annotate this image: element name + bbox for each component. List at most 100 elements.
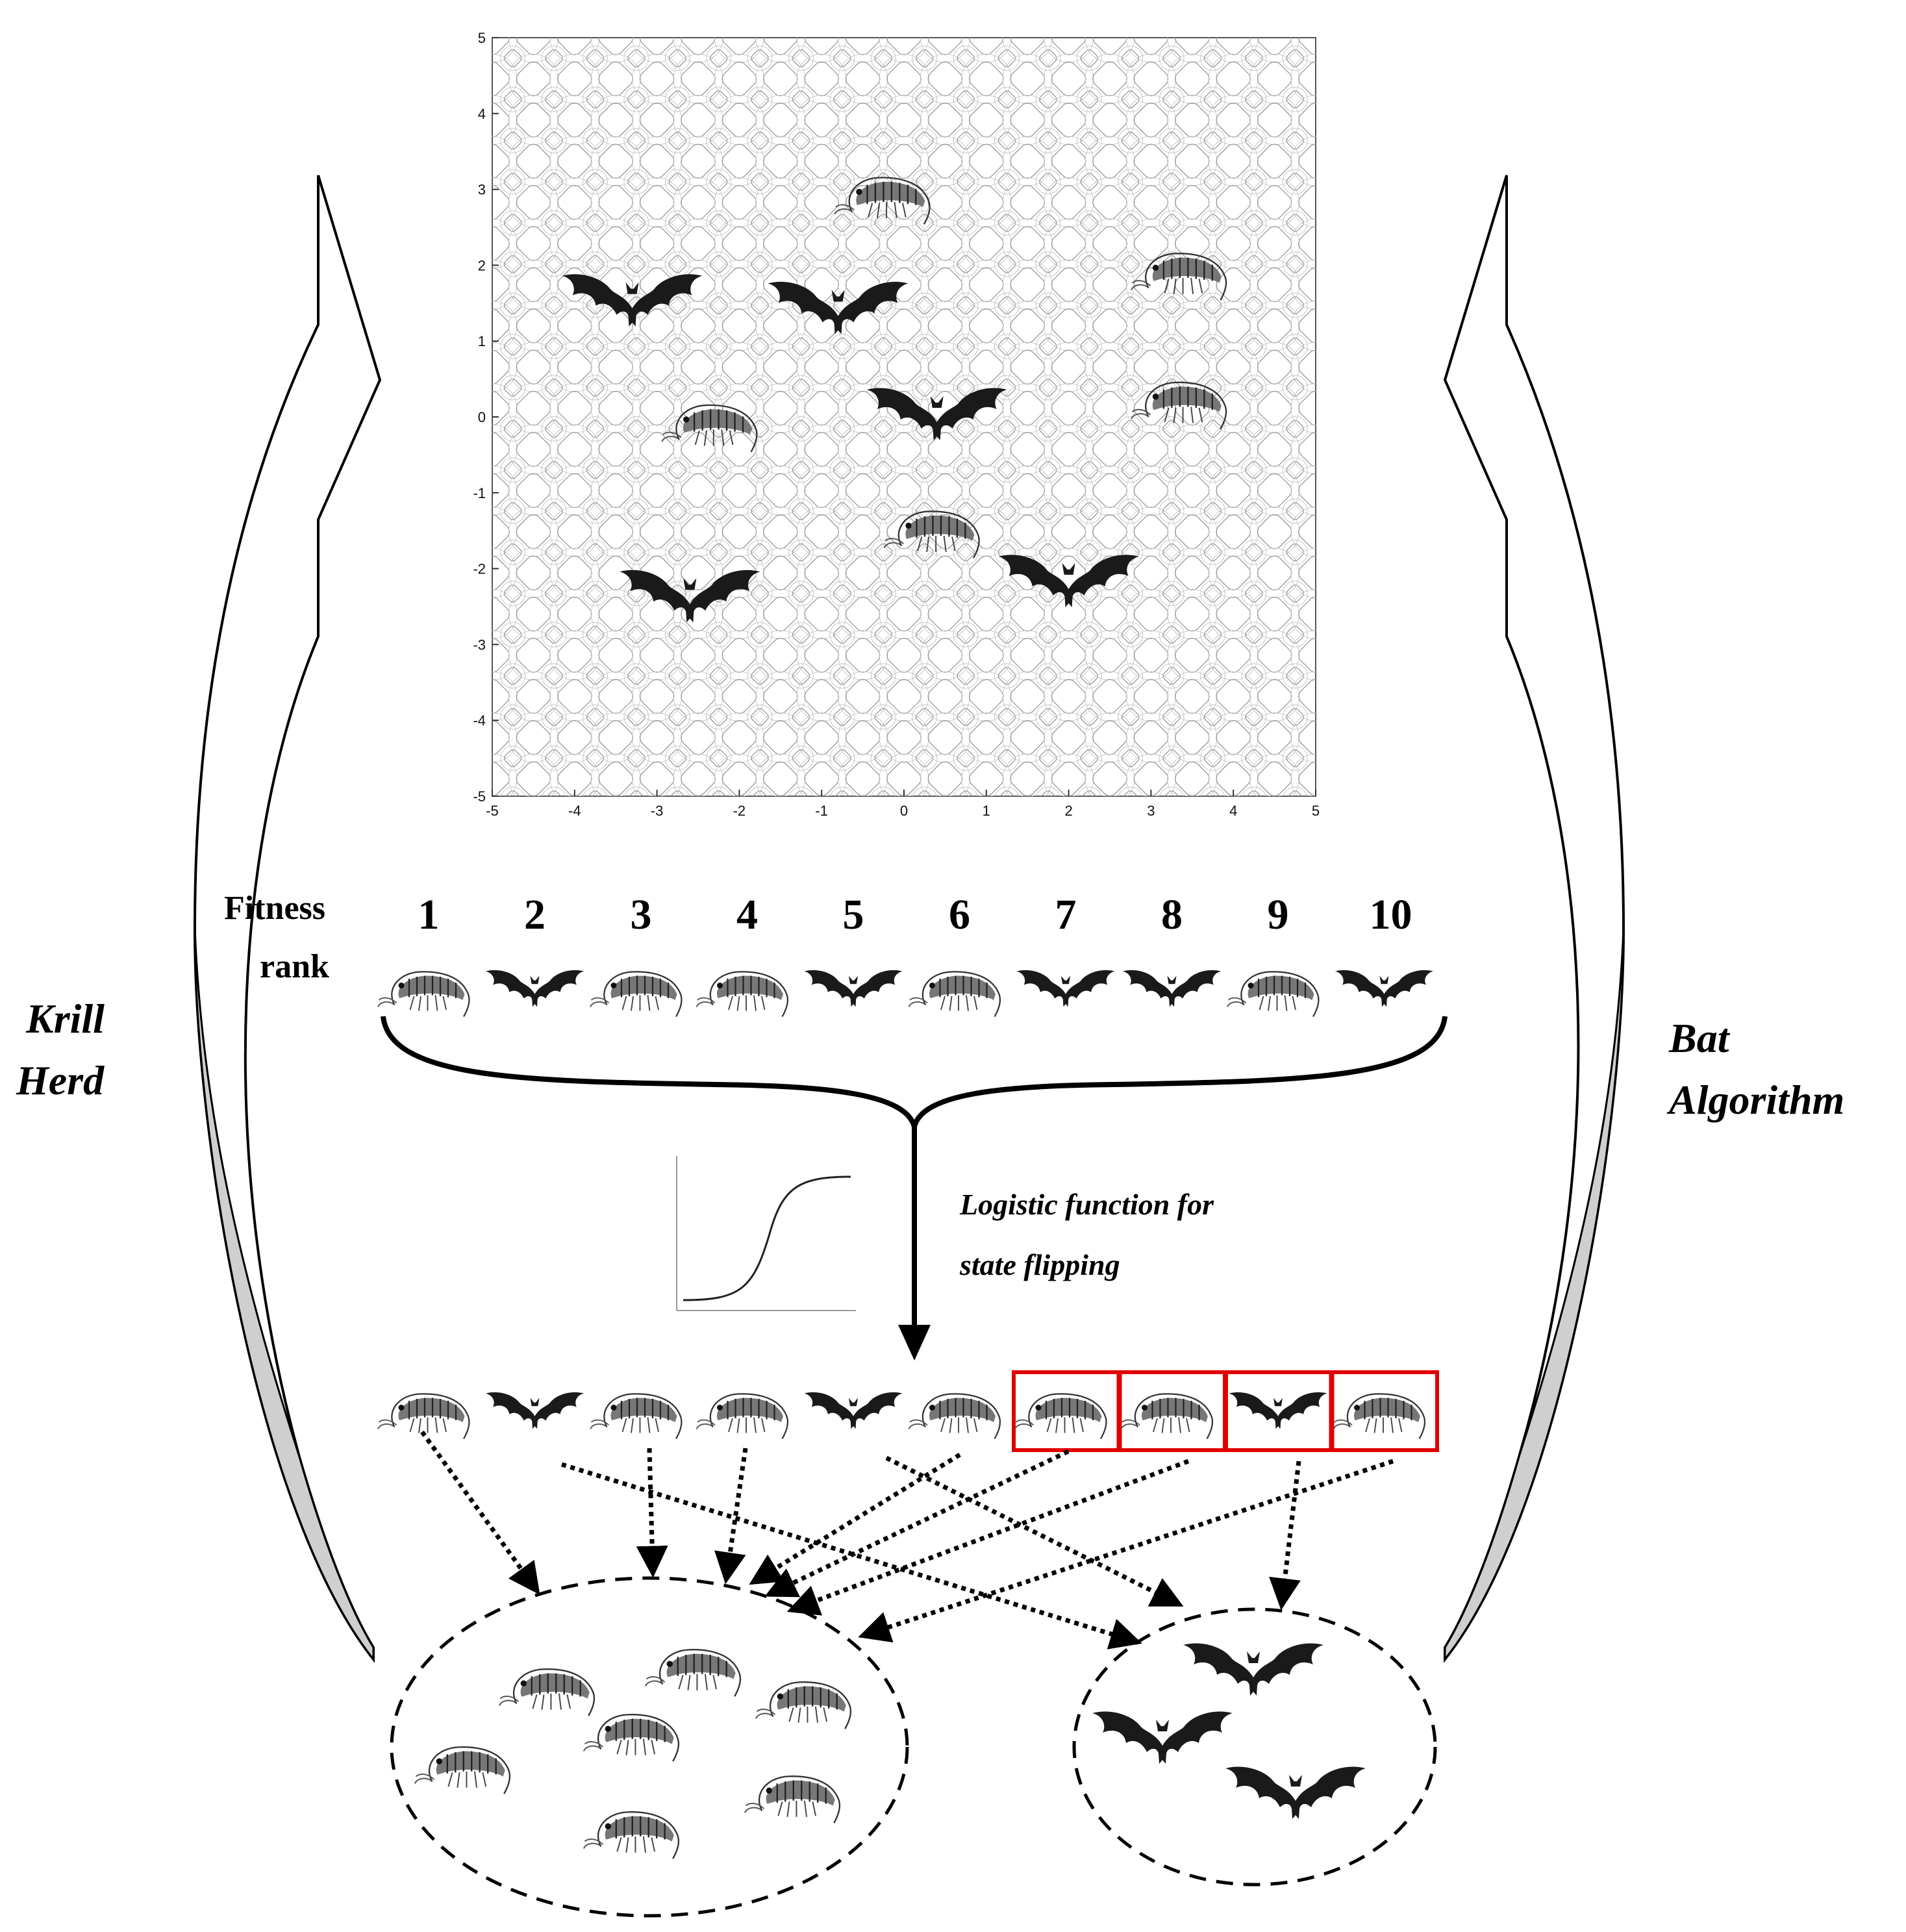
x-tick-label: 0	[900, 803, 908, 819]
dotted-arrow-icon	[560, 1462, 1142, 1650]
krill-herd-subpopulation	[390, 1576, 909, 1918]
x-tick-label: -3	[651, 803, 664, 819]
y-tick-label: 4	[478, 106, 486, 122]
krill-icon	[755, 1681, 852, 1730]
rank-number: 8	[1161, 891, 1183, 938]
dotted-arrow-icon	[749, 1453, 961, 1585]
x-tick-label: -5	[486, 803, 499, 819]
krill-herd-label-line1: Krill	[25, 996, 105, 1042]
x-tick-label: -4	[568, 803, 581, 819]
y-tick-label: -4	[473, 712, 486, 729]
y-tick-label: 3	[478, 182, 486, 198]
krill-icon	[498, 1668, 596, 1717]
logistic-label-line2: state flipping	[959, 1248, 1120, 1281]
bat-algorithm-curved-arrow	[1443, 175, 1625, 1663]
krill-herd-label-line2: Herd	[16, 1057, 105, 1103]
y-tick-label: 2	[478, 257, 486, 273]
krill-icon	[908, 1393, 1001, 1440]
dotted-arrow-icon	[786, 1459, 1190, 1616]
flipped-population-row	[377, 1370, 1439, 1452]
flipped-highlight-box	[1224, 1370, 1333, 1452]
rank-number: 4	[736, 891, 758, 938]
rank-number: 2	[524, 891, 545, 938]
bat-icon	[804, 1392, 903, 1429]
dotted-arrow-icon	[1269, 1461, 1301, 1611]
bat-algorithm-label-line1: Bat	[1668, 1015, 1731, 1061]
contour-field	[492, 38, 1316, 796]
krill-icon	[583, 1811, 680, 1860]
x-tick-label: 4	[1229, 803, 1237, 819]
x-tick-label: -2	[733, 803, 746, 819]
logistic-curve-icon	[683, 1175, 851, 1301]
krill-icon	[1333, 1393, 1426, 1440]
bat-algorithm-label-line2: Algorithm	[1666, 1077, 1844, 1123]
bat-icon	[1229, 1392, 1327, 1429]
grouping-brace	[381, 1016, 1448, 1128]
dotted-arrow-icon	[420, 1430, 540, 1595]
x-tick-label: 2	[1064, 803, 1072, 819]
fitness-rank-label-line1: Fitness	[224, 890, 325, 927]
y-tick-label: 0	[478, 409, 486, 425]
rank-number: 1	[418, 891, 440, 938]
bat-icon	[1225, 1766, 1366, 1819]
krill-icon	[589, 1393, 683, 1440]
bat-icon	[1122, 970, 1222, 1007]
rank-number: 5	[843, 891, 864, 938]
krill-icon	[908, 971, 1001, 1018]
krill-icon	[744, 1775, 841, 1824]
x-axis-ticks: -5 -4 -3 -2 -1 0 1 2 3 4 5	[486, 790, 1320, 819]
dotted-arrow-icon	[885, 1455, 1184, 1607]
krill-icon	[589, 971, 683, 1018]
krill-icon	[1014, 1393, 1107, 1440]
krill-icon	[644, 1649, 742, 1698]
bat-icon	[1183, 1643, 1323, 1696]
y-tick-label: 1	[478, 333, 486, 349]
bat-group-ellipse	[1072, 1607, 1437, 1887]
krill-icon	[377, 971, 470, 1018]
krill-icon	[1226, 971, 1320, 1018]
bat-icon	[485, 1392, 584, 1429]
fitness-rank-label-line2: rank	[260, 948, 329, 985]
dotted-arrow-icon	[858, 1459, 1394, 1643]
krill-herd-curved-arrow	[193, 175, 382, 1663]
y-tick-label: -2	[473, 561, 486, 577]
bat-icon	[485, 970, 584, 1007]
krill-icon	[696, 971, 789, 1018]
y-tick-label: -1	[473, 485, 486, 501]
rank-number: 10	[1370, 891, 1412, 938]
rank-numbers: 1 2 3 4 5 6 7 8 9 10	[418, 891, 1412, 938]
rank-number: 7	[1055, 891, 1077, 938]
search-landscape-plot: -5 -4 -3 -2 -1 0 1 2 3 4 5 5 4 3 2 1 0 -1 -2 -3 -4 -5	[473, 30, 1320, 819]
bat-icon	[1016, 970, 1115, 1007]
krill-icon	[696, 1393, 789, 1440]
dotted-arrow-icon	[714, 1448, 748, 1585]
y-axis-ticks: 5 4 3 2 1 0 -1 -2 -3 -4 -5	[473, 30, 499, 805]
flipped-highlight-box	[1330, 1370, 1439, 1452]
krill-group-ellipse	[390, 1576, 909, 1918]
y-tick-label: 5	[478, 30, 486, 46]
krill-icon	[583, 1714, 680, 1763]
x-tick-label: 3	[1147, 803, 1155, 819]
krill-icon	[414, 1746, 511, 1795]
redistribution-arrows	[420, 1430, 1394, 1650]
krill-icon	[1120, 1393, 1214, 1440]
y-tick-label: -5	[473, 788, 486, 805]
dotted-arrow-icon	[636, 1448, 668, 1578]
bat-icon	[1335, 970, 1434, 1007]
bat-subpopulation	[1072, 1607, 1437, 1887]
x-tick-label: 5	[1312, 803, 1320, 819]
x-tick-label: 1	[983, 803, 990, 819]
y-tick-label: -3	[473, 636, 486, 653]
bat-icon	[804, 970, 903, 1007]
bat-icon	[1092, 1711, 1233, 1764]
rank-number: 3	[631, 891, 652, 938]
logistic-curve-inset	[676, 1156, 856, 1311]
x-tick-label: -1	[815, 803, 828, 819]
ranked-population-row	[377, 970, 1434, 1018]
rank-number: 9	[1268, 891, 1289, 938]
logistic-label-line1: Logistic function for	[959, 1188, 1214, 1221]
flow-down-arrowhead	[898, 1325, 931, 1361]
rank-number: 6	[949, 891, 970, 938]
